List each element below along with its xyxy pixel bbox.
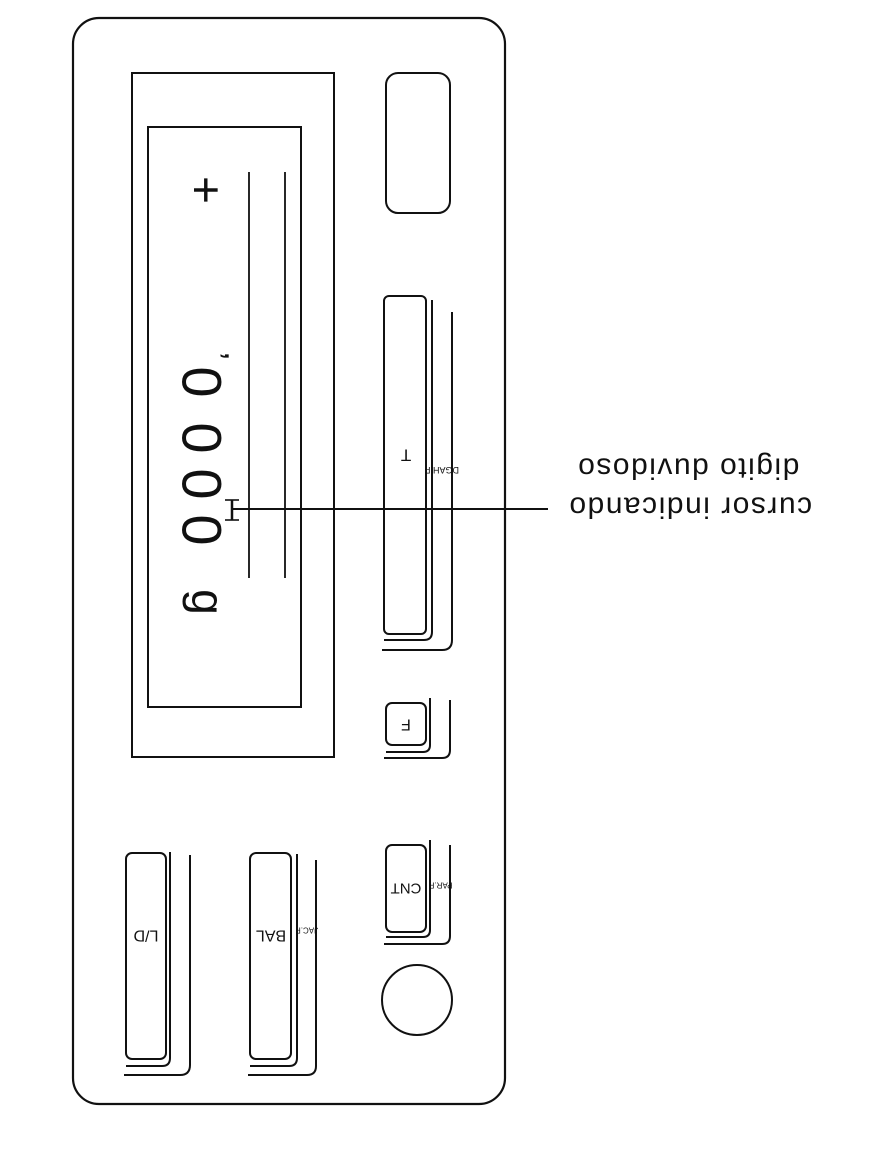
- t-key-sublabel: DGAH.F: [425, 465, 460, 475]
- device-body: [71, 16, 507, 1106]
- display-screen: [147, 126, 302, 708]
- f-key-face: [385, 702, 427, 746]
- lid-key-shadow-outer: [124, 855, 191, 1076]
- bal-key-face: [249, 852, 292, 1060]
- t-key-face: [383, 295, 427, 635]
- annotation: digito duvidoso cursor indicando: [568, 452, 812, 524]
- cnt-key-sublabel: PAR.F: [429, 881, 452, 890]
- round-button[interactable]: [381, 964, 453, 1036]
- bal-key-sublabel: JAC.F: [296, 926, 318, 935]
- t-key[interactable]: T DGAH.F: [382, 295, 460, 651]
- blank-key[interactable]: [385, 72, 451, 214]
- t-key-shadow-outer: [382, 312, 453, 651]
- lid-key-label: L/D: [134, 927, 159, 944]
- lid-key[interactable]: L/D: [124, 852, 191, 1076]
- annotation-line-1: digito duvidoso: [577, 452, 800, 485]
- t-key-shadow-inner: [384, 300, 433, 641]
- display-digit-4: 0: [171, 514, 234, 545]
- cnt-key-shadow-inner: [386, 840, 431, 938]
- display-digit-1: 0: [171, 366, 234, 397]
- display-unit-symbol: g: [182, 589, 234, 615]
- bal-key-shadow-outer: [248, 860, 317, 1076]
- bal-key-label: BAL: [256, 927, 286, 944]
- cnt-key-label: CNT: [391, 880, 422, 897]
- t-key-label: T: [401, 446, 411, 465]
- f-key-label: F: [401, 716, 411, 733]
- display-sign: +: [179, 176, 232, 204]
- cnt-key-face: [385, 844, 427, 933]
- f-key[interactable]: F: [384, 698, 451, 759]
- lid-key-shadow-inner: [126, 852, 171, 1067]
- display-digit-2: 0: [171, 422, 234, 453]
- lid-key-face: [125, 852, 167, 1060]
- f-key-shadow-outer: [384, 700, 451, 759]
- display-frame: [131, 72, 335, 758]
- annotation-line-2: cursor indicando: [568, 491, 812, 524]
- display-decimal-separator: ,: [217, 351, 255, 360]
- display-digit-3: 0: [171, 468, 234, 499]
- bal-key-shadow-inner: [250, 854, 298, 1067]
- f-key-shadow-inner: [386, 698, 431, 753]
- cnt-key[interactable]: CNT PAR.F: [384, 840, 452, 945]
- cnt-key-shadow-outer: [384, 845, 451, 945]
- bal-key[interactable]: BAL JAC.F: [248, 852, 318, 1076]
